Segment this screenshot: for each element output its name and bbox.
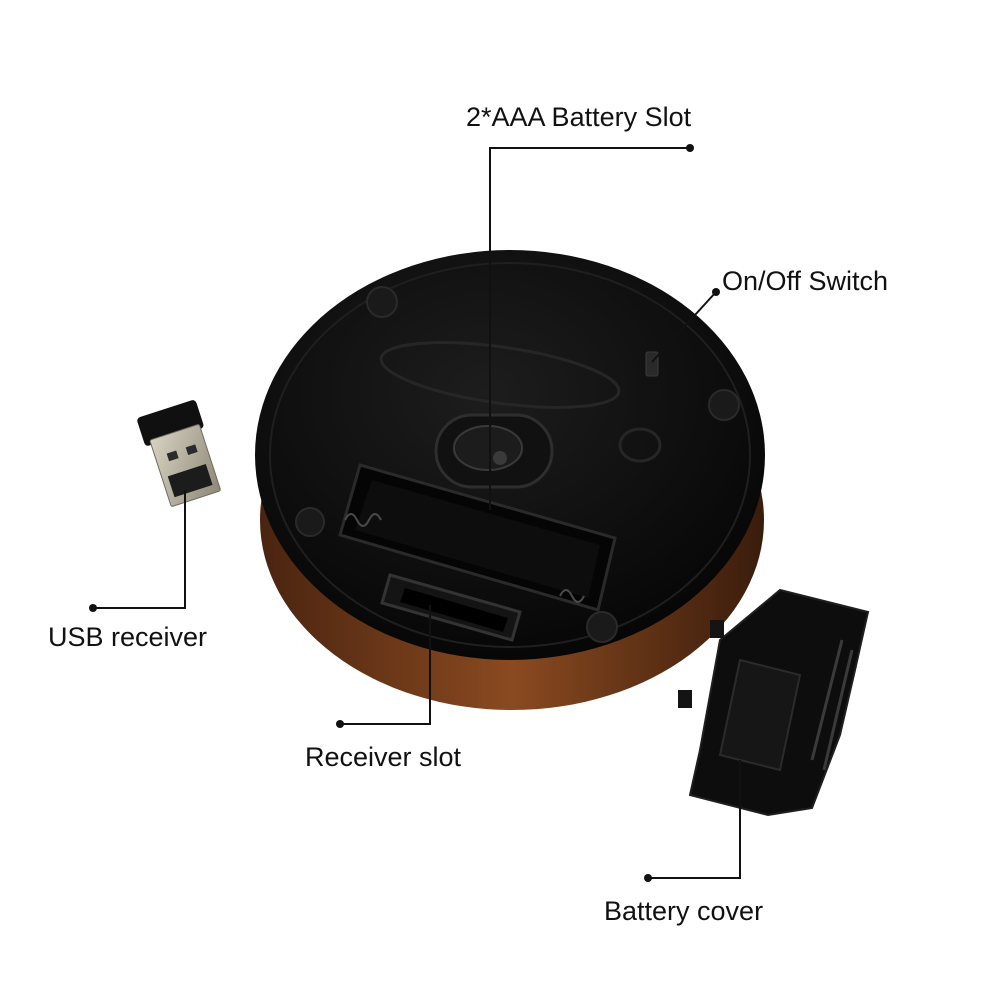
foot-top-left xyxy=(366,286,398,318)
receiver-slot xyxy=(380,573,522,642)
battery-cover xyxy=(678,588,870,817)
receiver-slot-label: Receiver slot xyxy=(305,742,462,772)
callout-leaders xyxy=(93,147,741,879)
leader-usb-receiver xyxy=(93,490,186,609)
optical-sensor xyxy=(434,413,554,489)
leader-battery-slot xyxy=(489,147,690,510)
battery-cover-label: Battery cover xyxy=(604,896,764,926)
foot-right xyxy=(708,389,740,421)
foot-left xyxy=(295,507,325,537)
battery-compartment xyxy=(338,463,617,612)
on-off-switch-label: On/Off Switch xyxy=(722,266,889,296)
leader-on-off-switch xyxy=(651,291,717,363)
callout-dots xyxy=(89,144,720,882)
embossed-label xyxy=(379,341,662,463)
leader-battery-cover xyxy=(648,760,741,879)
foot-bottom xyxy=(586,611,618,643)
leader-receiver-slot xyxy=(340,605,431,725)
usb-receiver-label: USB receiver xyxy=(48,622,208,652)
on-off-switch xyxy=(645,351,659,377)
usb-receiver xyxy=(137,400,221,507)
battery-slot-label: 2*AAA Battery Slot xyxy=(466,102,692,132)
rubber-feet xyxy=(295,286,740,643)
